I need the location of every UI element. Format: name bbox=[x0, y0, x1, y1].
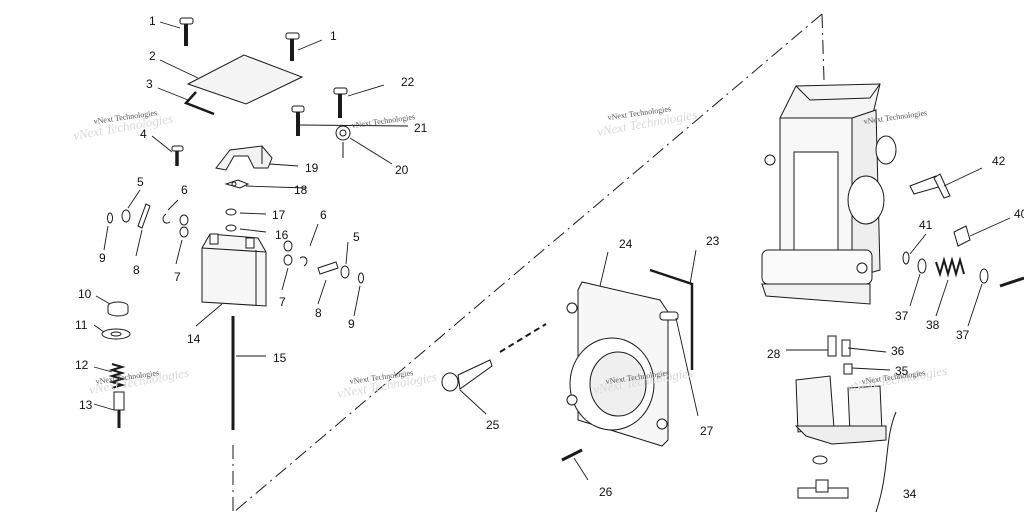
gasket-part-23 bbox=[649, 268, 694, 370]
screw-part-1a bbox=[179, 17, 194, 46]
callout-7a: 7 bbox=[174, 270, 181, 284]
nut-part-20 bbox=[335, 125, 351, 158]
callout-10: 10 bbox=[78, 287, 92, 301]
callout-17: 17 bbox=[272, 208, 286, 222]
nut-part-11 bbox=[101, 328, 131, 340]
callout-34: 34 bbox=[903, 487, 917, 501]
leader-lines bbox=[93, 21, 1011, 481]
spring-part-12 bbox=[108, 363, 126, 389]
callout-6b: 6 bbox=[320, 208, 327, 222]
callout-9a: 9 bbox=[99, 251, 106, 265]
callout-38: 38 bbox=[926, 318, 940, 332]
jet-part-40 bbox=[953, 225, 971, 247]
callout-28: 28 bbox=[767, 347, 781, 361]
callout-labels: 1 1 2 3 4 22 21 20 19 18 17 16 5 6 9 8 7… bbox=[75, 14, 1024, 501]
small-parts-5-9-right bbox=[283, 240, 364, 284]
callout-16: 16 bbox=[275, 228, 289, 242]
callout-9b: 9 bbox=[348, 317, 355, 331]
callout-3: 3 bbox=[146, 77, 153, 91]
assembly-centerlines bbox=[232, 13, 825, 512]
clip-part-18 bbox=[224, 179, 250, 189]
screw-part-1b bbox=[285, 32, 300, 61]
washer-part-37b bbox=[979, 268, 989, 284]
callout-1b: 1 bbox=[330, 29, 337, 43]
pin-part-27 bbox=[659, 311, 679, 321]
callout-37b: 37 bbox=[956, 328, 970, 342]
screw-part-22 bbox=[333, 87, 348, 118]
screw-part-4 bbox=[171, 145, 184, 166]
callout-26: 26 bbox=[599, 485, 613, 499]
callout-5b: 5 bbox=[353, 230, 360, 244]
callout-40: 40 bbox=[1014, 207, 1024, 221]
callout-23: 23 bbox=[706, 234, 720, 248]
screw-part-21 bbox=[291, 105, 305, 136]
callout-41: 41 bbox=[919, 218, 933, 232]
callout-18: 18 bbox=[294, 183, 308, 197]
callout-35: 35 bbox=[895, 364, 909, 378]
callout-6a: 6 bbox=[181, 183, 188, 197]
callout-19: 19 bbox=[305, 161, 319, 175]
jets-part-28-35-36 bbox=[827, 335, 853, 375]
callout-36: 36 bbox=[891, 344, 905, 358]
callout-20: 20 bbox=[395, 163, 409, 177]
slide-valve-part-14 bbox=[201, 233, 267, 307]
callout-8a: 8 bbox=[133, 263, 140, 277]
callout-14: 14 bbox=[187, 332, 201, 346]
spring-part-38 bbox=[935, 256, 965, 278]
small-parts-5-9-left bbox=[107, 203, 189, 238]
callout-24: 24 bbox=[619, 237, 633, 251]
flange-part-24 bbox=[566, 281, 669, 447]
callout-37a: 37 bbox=[895, 309, 909, 323]
screw-part-39 bbox=[999, 276, 1024, 288]
washer-part-41 bbox=[902, 251, 910, 265]
watermark-2: vNext Technologies bbox=[351, 112, 416, 130]
callout-12: 12 bbox=[75, 358, 89, 372]
callout-27: 27 bbox=[700, 424, 714, 438]
callout-4: 4 bbox=[140, 127, 147, 141]
carburetor-body bbox=[761, 83, 897, 305]
bracket-part-19 bbox=[215, 145, 273, 171]
float-part-34 bbox=[794, 375, 897, 512]
callout-11: 11 bbox=[75, 318, 88, 332]
callout-42: 42 bbox=[992, 154, 1006, 168]
callout-21: 21 bbox=[414, 121, 428, 135]
callout-15: 15 bbox=[273, 351, 287, 365]
washer-part-37a bbox=[917, 258, 927, 274]
cap-part-10 bbox=[107, 301, 129, 317]
pin-part-26 bbox=[561, 448, 583, 462]
callout-2: 2 bbox=[149, 49, 156, 63]
small-parts-16-17 bbox=[225, 208, 237, 232]
callout-5a: 5 bbox=[137, 175, 144, 189]
callout-22: 22 bbox=[401, 75, 415, 89]
callout-7b: 7 bbox=[279, 295, 286, 309]
gasket-part-3 bbox=[183, 91, 215, 116]
fitting-part-42 bbox=[909, 173, 951, 199]
cover-plate-part-2 bbox=[186, 54, 304, 105]
callout-13: 13 bbox=[79, 398, 93, 412]
callout-25: 25 bbox=[486, 418, 500, 432]
screw-part-13 bbox=[113, 391, 125, 428]
callout-1a: 1 bbox=[149, 14, 156, 28]
callout-8b: 8 bbox=[315, 306, 322, 320]
screw-part-25 bbox=[441, 323, 547, 392]
